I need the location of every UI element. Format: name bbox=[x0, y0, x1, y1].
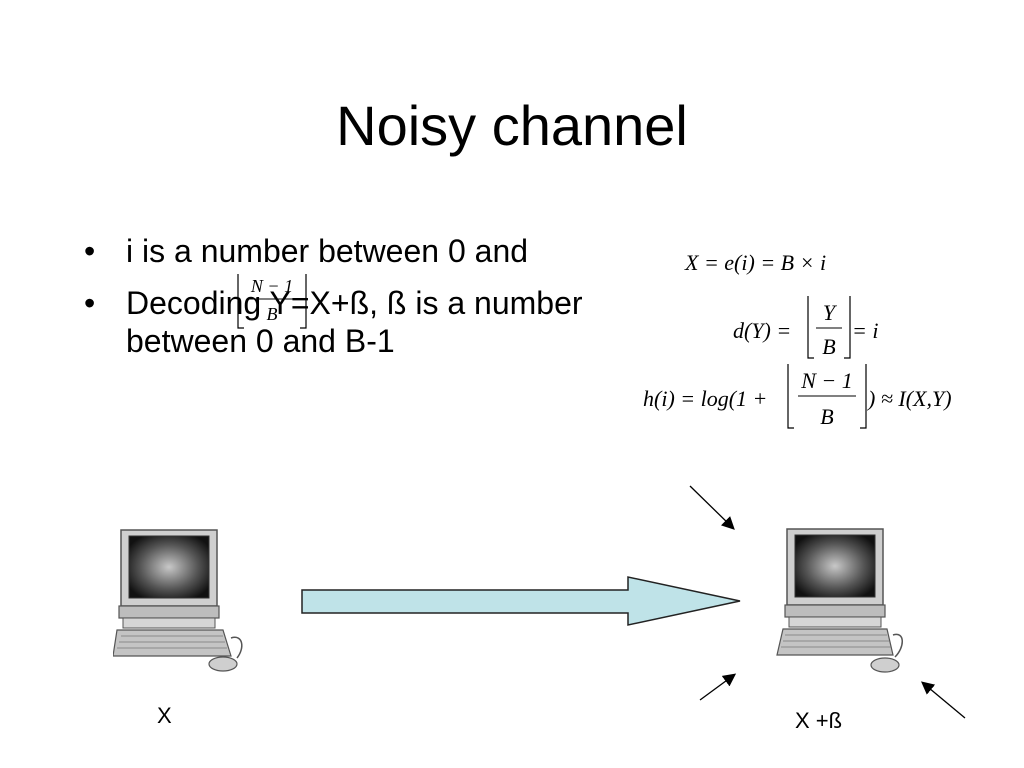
bullet-list: • i is a number between 0 and • Decoding… bbox=[84, 232, 604, 374]
floor-brackets bbox=[237, 274, 307, 329]
receiver-label: X +ß bbox=[795, 708, 843, 733]
computer-icon bbox=[113, 529, 243, 672]
fraction-denominator: B bbox=[267, 304, 278, 324]
noise-arrow bbox=[689, 485, 735, 530]
noise-arrow bbox=[921, 681, 966, 719]
slide-title: Noisy channel bbox=[336, 94, 688, 157]
inline-fraction: N − 1 B bbox=[237, 274, 307, 329]
bullet-text: i is a number between 0 and bbox=[126, 233, 529, 269]
bullet-dot: • bbox=[84, 233, 96, 269]
sender-label: X bbox=[157, 703, 172, 728]
bullet-item: • Decoding Y=X+ß, ß is a number between … bbox=[84, 284, 604, 360]
channel-arrow bbox=[301, 576, 741, 626]
bullet-dot: • bbox=[84, 285, 96, 321]
computer-icon bbox=[776, 528, 903, 673]
channel-arrow-shape bbox=[301, 576, 741, 626]
bullet-item: • i is a number between 0 and bbox=[84, 232, 604, 270]
noise-arrow bbox=[699, 673, 737, 701]
fraction-numerator: N − 1 bbox=[250, 276, 293, 296]
bullet-text: Decoding Y=X+ß, ß is a number between 0 … bbox=[126, 285, 583, 359]
